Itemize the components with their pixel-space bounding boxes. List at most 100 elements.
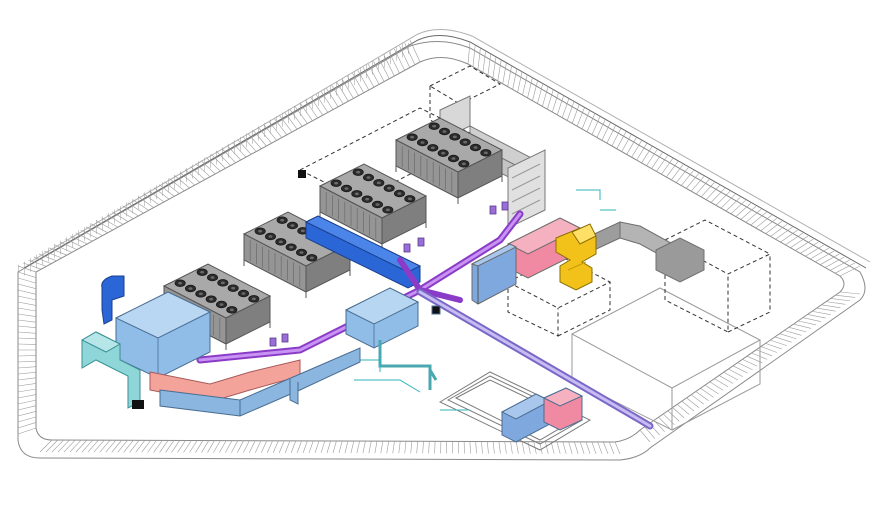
fence-picket: [111, 211, 129, 222]
fence-picket: [75, 232, 93, 242]
fence-picket: [17, 427, 37, 435]
fence-picket: [795, 238, 814, 251]
fence-picket: [232, 142, 247, 158]
fence-picket: [527, 77, 533, 98]
fence-picket: [143, 193, 160, 206]
air-handling-unit-east: [470, 217, 582, 305]
fence-picket: [135, 440, 146, 453]
fence-picket: [266, 440, 273, 453]
fence-picket: [671, 164, 684, 181]
fence-picket: [179, 172, 195, 186]
fence-picket: [475, 441, 477, 454]
fence-picket: [99, 440, 111, 453]
fence-picket: [243, 440, 250, 453]
fence-picket: [85, 226, 103, 236]
fence-picket: [614, 441, 621, 455]
fence-picket: [710, 188, 726, 203]
fence-picket: [760, 346, 778, 353]
fence-picket: [148, 190, 165, 203]
fence-picket: [165, 440, 175, 453]
fence-picket: [586, 113, 596, 132]
fence-picket: [105, 440, 117, 453]
fence-picket: [601, 122, 611, 141]
fence-picket: [409, 39, 421, 63]
fence-picket: [378, 57, 390, 79]
fence-picket: [742, 359, 758, 367]
fence-picket: [195, 163, 211, 178]
fence-picket: [504, 441, 507, 454]
fence-picket: [596, 119, 606, 138]
fence-picket: [723, 371, 739, 381]
fence-picket: [350, 441, 355, 454]
fence-picket: [373, 60, 385, 82]
fence-picket: [568, 441, 573, 454]
fence-picket: [388, 51, 400, 74]
fence-picket: [826, 301, 846, 305]
fence-picket: [616, 131, 627, 149]
fence-picket: [667, 410, 680, 422]
fence-picket: [690, 394, 704, 405]
fence-picket: [123, 440, 134, 453]
fence-picket: [51, 439, 64, 453]
fence-picket: [63, 439, 76, 453]
fence-picket: [70, 235, 88, 245]
fence-picket: [183, 440, 192, 453]
fence-picket: [367, 63, 380, 85]
fence-picket: [17, 277, 37, 284]
fence-picket: [374, 441, 378, 454]
air-handling-unit-south: [500, 387, 584, 443]
fence-picket: [394, 48, 405, 71]
fence-picket: [661, 158, 674, 175]
fence-picket: [839, 265, 861, 277]
fence-picket: [641, 146, 653, 164]
fence-picket: [17, 422, 37, 429]
fence-picket: [765, 343, 782, 350]
fence-picket: [23, 262, 42, 270]
yellow-elbow-duct: [555, 223, 597, 291]
fence-picket: [153, 187, 170, 200]
fence-picket: [552, 92, 559, 113]
fence-picket: [289, 109, 303, 127]
fence-picket: [174, 175, 190, 189]
fence-picket: [263, 124, 277, 141]
fence-picket: [326, 88, 339, 107]
fence-picket: [681, 170, 694, 186]
fence-picket: [591, 116, 601, 135]
fence-picket: [213, 440, 221, 453]
fence-picket: [516, 441, 519, 454]
fence-picket: [226, 145, 242, 161]
fence-picket: [45, 439, 59, 453]
fence-picket: [561, 98, 570, 118]
fence-picket: [64, 238, 83, 248]
fence-picket: [17, 416, 37, 423]
fence-picket: [829, 259, 850, 271]
fence-picket: [482, 50, 486, 73]
blue-supply-duct: [304, 215, 422, 289]
fence-picket: [101, 217, 119, 228]
fence-picket: [704, 384, 719, 395]
fence-picket: [672, 407, 685, 419]
perimeter-fence: [17, 29, 871, 461]
fence-picket: [237, 139, 252, 155]
fence-picket: [69, 439, 82, 453]
fence-picket: [498, 441, 501, 454]
fence-picket: [428, 441, 430, 454]
fence-picket: [17, 394, 37, 399]
fence-picket: [17, 301, 37, 306]
fence-picket: [308, 440, 314, 454]
air-handling-unit-main: [344, 287, 441, 349]
fence-picket: [700, 182, 715, 198]
fence-picket: [765, 220, 783, 234]
fence-picket: [332, 440, 337, 454]
fence-picket: [278, 440, 285, 453]
fence-picket: [760, 217, 777, 232]
fence-picket: [579, 441, 585, 454]
fence-picket: [326, 440, 331, 454]
fence-picket: [87, 439, 99, 453]
fence-picket: [472, 44, 476, 67]
fence-picket: [383, 54, 395, 77]
fence-picket: [302, 440, 308, 454]
blue-duct-run: [159, 347, 361, 417]
fence-picket: [347, 76, 359, 96]
